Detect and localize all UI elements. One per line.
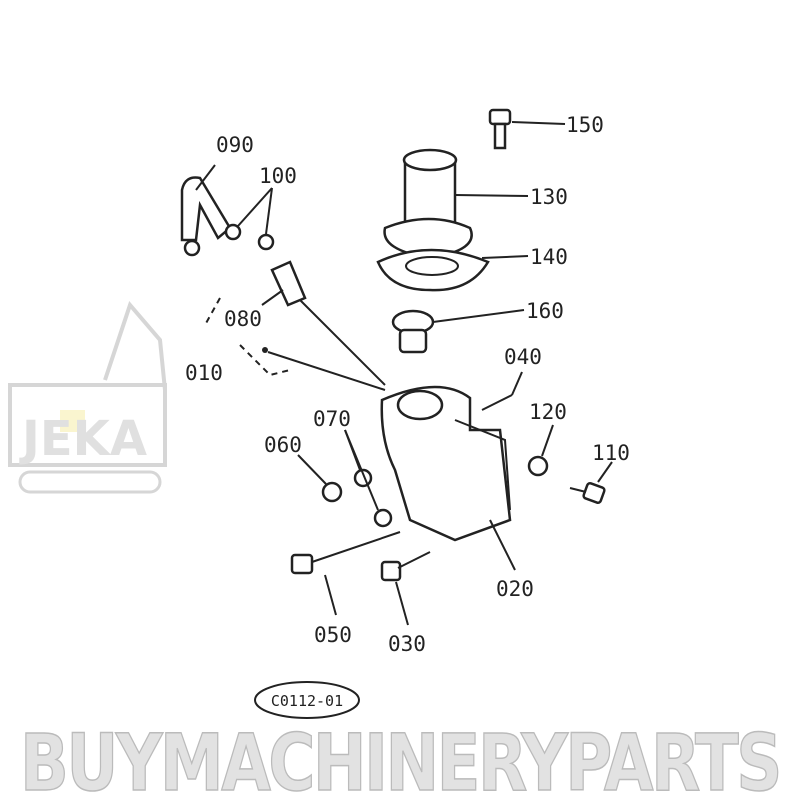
part-080-pipe bbox=[261, 260, 386, 386]
label-140: 140 bbox=[530, 245, 568, 269]
part-060-nut bbox=[297, 454, 343, 503]
label-030: 030 bbox=[388, 632, 426, 656]
label-080: 080 bbox=[224, 307, 262, 331]
part-130-outlet-pipe bbox=[383, 148, 529, 260]
part-120-washer bbox=[527, 424, 554, 477]
part-100-clamps bbox=[183, 187, 275, 257]
part-140-gasket bbox=[376, 248, 529, 292]
watermark-logo: JEKA bbox=[8, 301, 167, 494]
figure-code: C0112-01 bbox=[271, 692, 343, 710]
part-030-bolt bbox=[380, 551, 431, 626]
logo-accent bbox=[60, 410, 85, 432]
part-110-bolt bbox=[569, 461, 613, 505]
label-160: 160 bbox=[526, 299, 564, 323]
part-150-bolt bbox=[488, 108, 566, 150]
label-120: 120 bbox=[529, 400, 567, 424]
part-020-thermostat-housing bbox=[380, 385, 516, 571]
label-060: 060 bbox=[264, 433, 302, 457]
label-070: 070 bbox=[313, 407, 351, 431]
label-090: 090 bbox=[216, 133, 254, 157]
part-040-stud bbox=[481, 371, 523, 411]
label-020: 020 bbox=[496, 577, 534, 601]
label-040: 040 bbox=[504, 345, 542, 369]
label-010: 010 bbox=[185, 361, 223, 385]
part-010-assembly-bracket bbox=[204, 297, 386, 391]
figure-code-badge: C0112-01 bbox=[254, 681, 360, 719]
part-160-thermostat bbox=[391, 309, 525, 354]
label-110: 110 bbox=[592, 441, 630, 465]
label-100: 100 bbox=[259, 164, 297, 188]
watermark-text: BUYMACHINERYPARTS bbox=[20, 719, 780, 800]
logo-text: JEKA bbox=[19, 411, 147, 467]
part-090-hose bbox=[180, 164, 232, 242]
label-050: 050 bbox=[314, 623, 352, 647]
part-070-washers bbox=[344, 429, 393, 528]
label-150: 150 bbox=[566, 113, 604, 137]
label-130: 130 bbox=[530, 185, 568, 209]
part-050-long-bolt bbox=[290, 531, 401, 616]
